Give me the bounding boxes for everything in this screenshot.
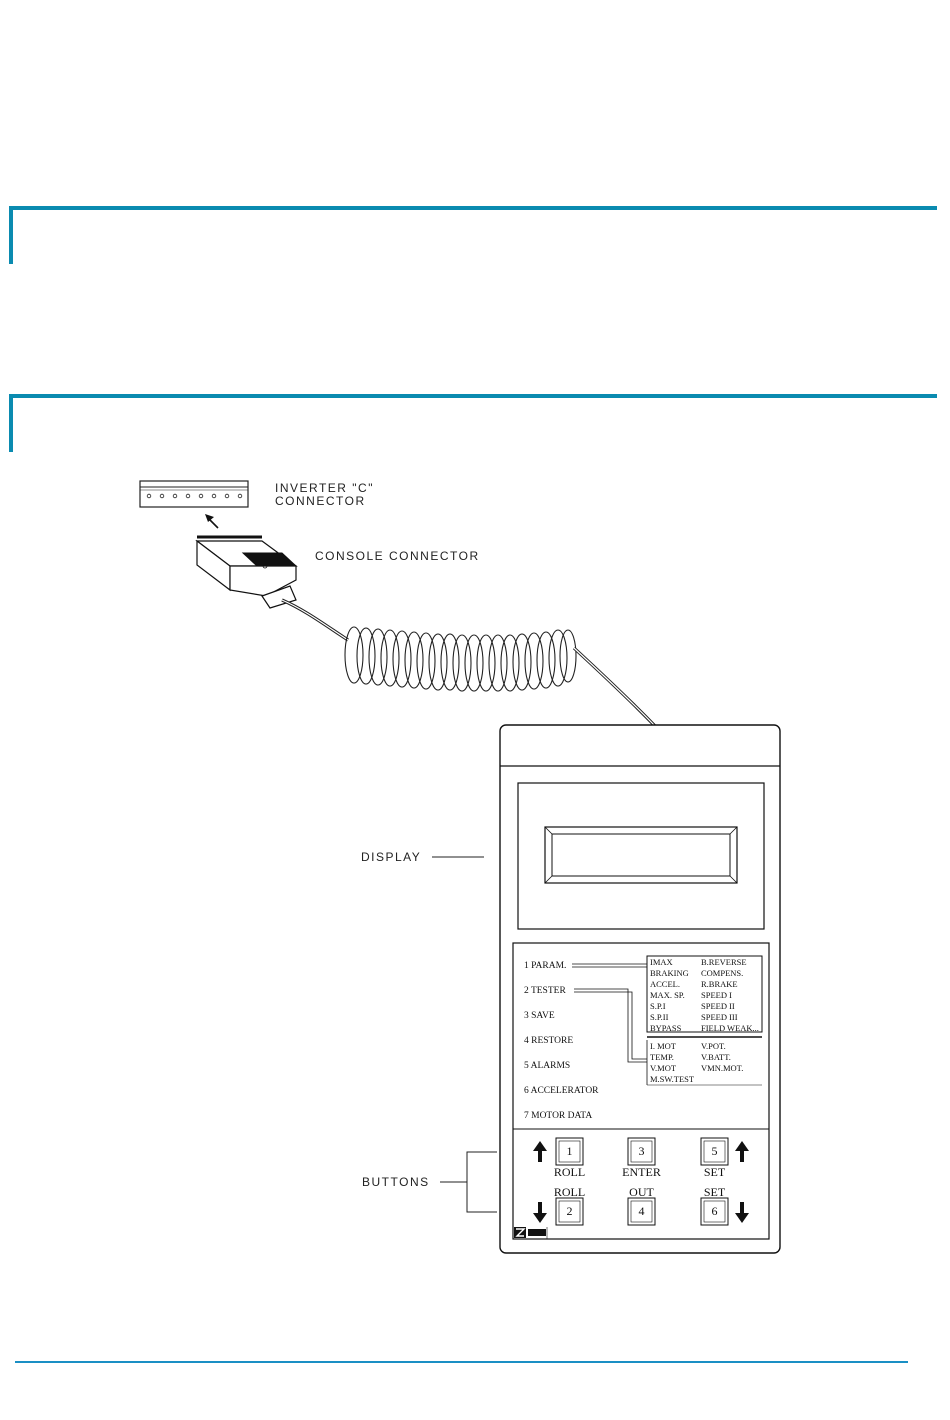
key-6-label: 6 — [712, 1204, 718, 1218]
footer-rule — [15, 1361, 908, 1363]
param-sub-item: S.P.II — [650, 1012, 669, 1022]
key-5-label: 5 — [712, 1144, 718, 1158]
param-sub-item: B.REVERSE — [701, 957, 747, 967]
buttons-bracket — [440, 1151, 497, 1213]
section-header-bar — [9, 394, 937, 452]
menu-item-alarms: 5 ALARMS — [524, 1061, 570, 1071]
roll-down-label: ROLL — [554, 1185, 585, 1199]
keypad: 1 3 5 2 4 6 — [533, 1137, 749, 1226]
console-connector-plug — [195, 535, 298, 609]
tester-sub-item: VMN.MOT. — [701, 1063, 743, 1073]
menu-item-accelerator: 6 ACCELERATOR — [524, 1086, 599, 1096]
tester-submenu: I. MOT V.POT. TEMP. V.BATT. V.MOT VMN.MO… — [650, 1041, 743, 1084]
param-sub-item: FIELD WEAK... — [701, 1023, 759, 1033]
key-5-button[interactable]: 5 — [700, 1137, 729, 1166]
param-sub-item: BYPASS — [650, 1023, 682, 1033]
out-label: OUT — [629, 1185, 654, 1199]
param-sub-item: R.BRAKE — [701, 979, 738, 989]
param-sub-item: IMAX — [650, 957, 673, 967]
tester-sub-item: M.SW.TEST — [650, 1074, 695, 1084]
inverter-connector — [139, 480, 249, 508]
tester-sub-item: I. MOT — [650, 1041, 677, 1051]
param-sub-item: SPEED II — [701, 1001, 735, 1011]
key-2-button[interactable]: 2 — [555, 1197, 584, 1226]
param-sub-item: COMPENS. — [701, 968, 743, 978]
param-sub-item: MAX. SP. — [650, 990, 685, 1000]
key-6-button[interactable]: 6 — [700, 1197, 729, 1226]
key-3-label: 3 — [639, 1144, 645, 1158]
tester-sub-item: V.MOT — [650, 1063, 677, 1073]
menu-item-tester: 2 TESTER — [524, 986, 566, 996]
set-down-label: SET — [704, 1185, 726, 1199]
console-body — [499, 724, 781, 1254]
arrow-up-icon — [735, 1141, 749, 1162]
enter-label: ENTER — [622, 1165, 661, 1179]
menu-item-motor-data: 7 MOTOR DATA — [524, 1111, 592, 1121]
key-3-button[interactable]: 3 — [627, 1137, 656, 1166]
inverter-connector-label-line1: INVERTER "C" — [275, 481, 374, 495]
insertion-arrow-icon — [205, 514, 219, 529]
param-sub-item: SPEED III — [701, 1012, 738, 1022]
zapi-logo — [513, 1227, 548, 1240]
key-1-button[interactable]: 1 — [555, 1137, 584, 1166]
section-header-bar — [9, 206, 937, 264]
set-up-label: SET — [704, 1165, 726, 1179]
param-sub-item: BRAKING — [650, 968, 689, 978]
tester-sub-item: V.POT. — [701, 1041, 726, 1051]
param-submenu: IMAX B.REVERSE BRAKING COMPENS. ACCEL. R… — [650, 957, 759, 1033]
arrow-down-icon — [533, 1202, 547, 1223]
inverter-connector-label-line2: CONNECTOR — [275, 494, 366, 508]
roll-up-label: ROLL — [554, 1165, 585, 1179]
console-connector-label: CONSOLE CONNECTOR — [315, 549, 480, 563]
tester-sub-item: V.BATT. — [701, 1052, 731, 1062]
tester-sub-item: TEMP. — [650, 1052, 674, 1062]
menu-item-param: 1 PARAM. — [524, 961, 566, 971]
param-sub-item: SPEED I — [701, 990, 732, 1000]
key-2-label: 2 — [567, 1204, 573, 1218]
arrow-down-icon — [735, 1202, 749, 1223]
menu-item-save: 3 SAVE — [524, 1011, 555, 1021]
param-sub-item: ACCEL. — [650, 979, 680, 989]
key-1-label: 1 — [567, 1144, 573, 1158]
main-menu: 1 PARAM. 2 TESTER 3 SAVE 4 RESTORE 5 ALA… — [524, 961, 599, 1121]
key-4-label: 4 — [639, 1204, 645, 1218]
coiled-cable — [281, 598, 657, 728]
param-sub-item: S.P.I — [650, 1001, 666, 1011]
buttons-callout-label: BUTTONS — [362, 1175, 430, 1189]
menu-item-restore: 4 RESTORE — [524, 1036, 573, 1046]
arrow-up-icon — [533, 1141, 547, 1162]
display-callout-label: DISPLAY — [361, 850, 421, 864]
key-4-button[interactable]: 4 — [627, 1197, 656, 1226]
